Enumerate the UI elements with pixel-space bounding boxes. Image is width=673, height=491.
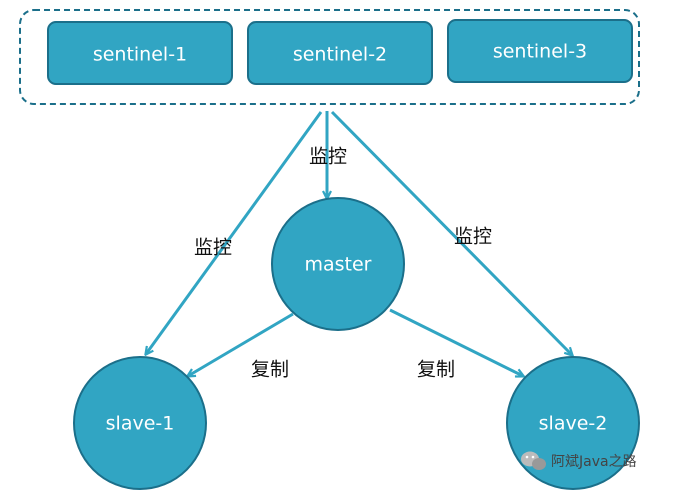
slave-node-1: slave-1 (73, 356, 207, 490)
sentinel-node-2: sentinel-2 (247, 21, 433, 85)
sentinel-node-1-label: sentinel-1 (93, 44, 187, 66)
sentinel-node-2-label: sentinel-2 (293, 44, 387, 66)
monitor-arrow-slave-1 (146, 111, 323, 354)
monitor-arrow-slave-2 (330, 110, 572, 355)
replicate-arrow-slave-1 (188, 312, 294, 376)
master-node-label: master (304, 254, 371, 276)
slave-node-1-label: slave-1 (106, 413, 175, 435)
wechat-icon (521, 451, 546, 470)
sentinel-node-3-label: sentinel-3 (493, 41, 587, 63)
replicate-arrow-slave-2 (389, 308, 523, 376)
sentinel-node-1: sentinel-1 (47, 21, 233, 85)
sentinel-node-3: sentinel-3 (447, 19, 633, 83)
slave-node-2: slave-2 (506, 356, 640, 490)
replicate-label-slave-2: 复制 (417, 359, 455, 381)
monitor-label-master: 监控 (309, 146, 347, 168)
monitor-label-slave-1: 监控 (194, 237, 232, 259)
watermark-text: 阿斌Java之路 (551, 454, 637, 470)
watermark: 阿斌Java之路 (521, 451, 637, 470)
slave-node-2-label: slave-2 (539, 413, 608, 435)
master-node: master (271, 197, 405, 331)
sentinel-group (19, 9, 640, 105)
replicate-label-slave-1: 复制 (251, 359, 289, 381)
monitor-label-slave-2: 监控 (454, 226, 492, 248)
